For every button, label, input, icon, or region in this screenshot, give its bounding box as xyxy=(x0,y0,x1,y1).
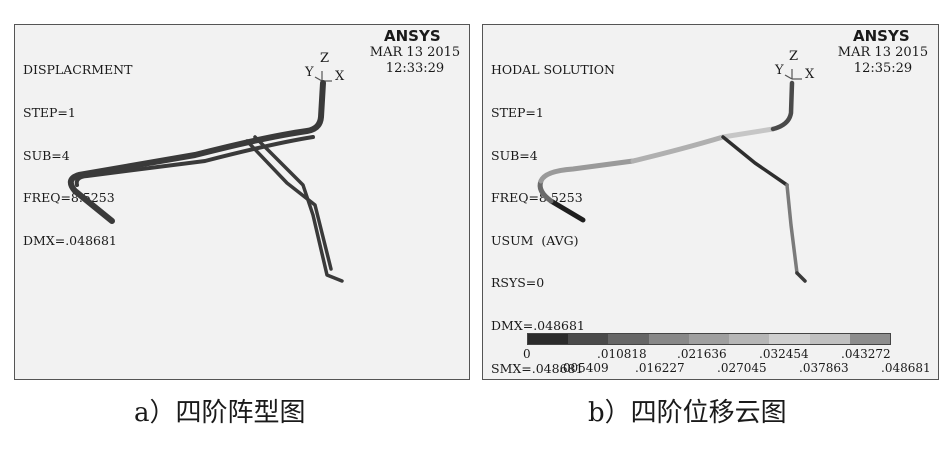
info-line: USUM (AVG) xyxy=(491,232,579,248)
info-block: HODAL SOLUTION STEP=1 SUB=4 FREQ=8.5253 … xyxy=(491,35,615,404)
legend-swatch xyxy=(568,334,609,344)
info-line: SMX=.048681 xyxy=(491,360,584,376)
contour-drawing xyxy=(537,69,807,283)
mode-shape-drawing xyxy=(67,71,344,283)
triad-icon xyxy=(784,69,802,80)
info-line: FREQ=8.5253 xyxy=(491,190,583,206)
caption-b: b）四阶位移云图 xyxy=(588,398,787,428)
info-line: STEP=1 xyxy=(491,105,544,121)
info-line: DMX=.048681 xyxy=(491,318,585,334)
info-line: DMX=.048681 xyxy=(23,232,117,248)
legend-tick-label: .032454 xyxy=(759,347,809,361)
triad-icon xyxy=(314,71,332,82)
legend-tick-label: .048681 xyxy=(881,361,931,375)
info-line: SUB=4 xyxy=(491,147,538,163)
legend-tick-label: .010818 xyxy=(597,347,647,361)
legend-swatch xyxy=(809,334,850,344)
legend-tick-label: .043272 xyxy=(841,347,891,361)
legend-swatch xyxy=(648,334,689,344)
legend-swatch xyxy=(688,334,730,344)
info-line: HODAL SOLUTION xyxy=(491,62,615,78)
axis-z-label: Z xyxy=(789,49,799,64)
axis-z-label: Z xyxy=(320,51,330,66)
legend-swatch xyxy=(769,334,810,344)
mode-shape-panel: DISPLACRMENT STEP=1 SUB=4 FREQ=8.5253 DM… xyxy=(14,24,470,380)
legend-tick-label: .021636 xyxy=(677,347,727,361)
legend-tick-label: .037863 xyxy=(799,361,849,375)
date-text: MAR 13 2015 xyxy=(837,45,929,60)
axis-x-label: X xyxy=(805,67,815,82)
time-text: 12:33:29 xyxy=(385,61,445,76)
timestamp: MAR 13 2015 12:33:29 xyxy=(361,45,469,77)
legend-swatch xyxy=(528,334,569,344)
ansys-logo: ANSYS xyxy=(384,27,441,45)
info-line: SUB=4 xyxy=(23,147,70,163)
legend-tick-label: 0 xyxy=(523,347,531,361)
info-line: DISPLACRMENT xyxy=(23,62,133,78)
axis-x-label: X xyxy=(335,69,345,84)
deformed-pipe-shape xyxy=(67,80,344,283)
time-text: 12:35:29 xyxy=(853,61,913,76)
legend-tick-label: .016227 xyxy=(635,361,685,375)
displacement-contour-panel: HODAL SOLUTION STEP=1 SUB=4 FREQ=8.5253 … xyxy=(482,24,939,380)
legend-tick-label: .005409 xyxy=(559,361,609,375)
legend-swatch xyxy=(729,334,770,344)
contour-legend-bar xyxy=(527,333,891,345)
legend-tick-label: .027045 xyxy=(717,361,767,375)
date-text: MAR 13 2015 xyxy=(369,45,461,60)
info-line: RSYS=0 xyxy=(491,275,545,291)
timestamp: MAR 13 2015 12:35:29 xyxy=(829,45,937,77)
legend-swatch xyxy=(849,334,890,344)
caption-a: a）四阶阵型图 xyxy=(134,398,306,428)
axis-y-label: Y xyxy=(775,63,784,78)
contour-pipe-shape xyxy=(537,80,807,283)
legend-swatch xyxy=(608,334,649,344)
axis-y-label: Y xyxy=(305,65,314,80)
ansys-logo: ANSYS xyxy=(853,27,910,45)
info-line: STEP=1 xyxy=(23,105,76,121)
